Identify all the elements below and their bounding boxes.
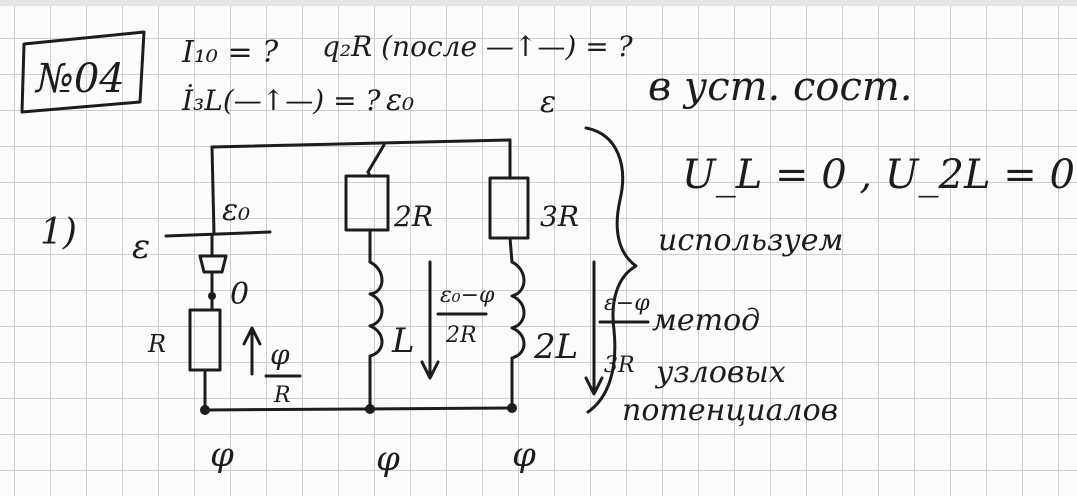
label-l: L [391, 321, 415, 361]
node-zero-dot [208, 292, 216, 300]
inductor-2l [510, 260, 526, 410]
current-arrow-mid [420, 260, 440, 380]
problem-number-box [20, 30, 146, 114]
label-3r: 3R [540, 200, 579, 233]
resistor-r [188, 308, 222, 372]
node-zero-label: 0 [230, 277, 249, 312]
left-wire-upper [210, 145, 216, 236]
source-bar [164, 230, 272, 238]
inductor-l [368, 260, 384, 410]
current-mid-numerator: ε₀−φ [440, 283, 495, 308]
resistor-3r [488, 176, 530, 240]
current-arrow-right [584, 260, 604, 396]
unknown-i3l: İ₃L(—↑—) = ? [181, 84, 381, 117]
label-r: R [147, 330, 166, 358]
current-left-denominator: R [273, 383, 291, 408]
step-number: 1) [40, 212, 77, 253]
node-bottom-left-label: φ [210, 435, 234, 475]
brace [584, 126, 638, 414]
bottom-node-left [200, 405, 210, 415]
node-top-right-label: ε [540, 85, 556, 120]
current-right-numerator: ε−φ [604, 291, 650, 316]
condition-text: в уст. сост. [648, 64, 913, 110]
unknown-q2r: q₂R (после —↑—) = ? [322, 30, 634, 63]
unknown-i10: I₁₀ = ? [181, 35, 279, 70]
method-line-2: метод [652, 303, 760, 338]
node-top-mid-label: ε₀ [386, 83, 414, 118]
current-left-numerator: φ [270, 338, 290, 371]
scan-top-edge [0, 0, 1077, 6]
switch-key [198, 254, 228, 274]
steady-state-equation: U_L = 0 , U_2L = 0 [682, 152, 1075, 198]
bottom-wire [203, 406, 514, 412]
node-bottom-mid-label: φ [376, 439, 400, 479]
node-bottom-right-label: φ [512, 435, 536, 475]
label-2r: 2R [393, 200, 433, 233]
top-branch-split [366, 143, 386, 174]
bottom-node-right [507, 403, 517, 413]
right-wire-link [508, 236, 514, 264]
current-arrow-left [242, 326, 262, 376]
resistor-2r [344, 174, 390, 232]
problem-number: №04 [34, 56, 125, 102]
method-line-1: используем [658, 223, 843, 258]
label-2l: 2L [533, 327, 578, 367]
source-label: ε [132, 227, 150, 267]
top-wire [210, 138, 512, 149]
current-mid-denominator: 2R [445, 323, 477, 348]
node-left-mid-label: ε₀ [222, 193, 250, 228]
bottom-node-mid [365, 404, 375, 414]
method-line-3: узловых [654, 355, 786, 390]
current-right-denominator: 3R [604, 353, 635, 378]
method-line-4: потенциалов [622, 393, 838, 428]
